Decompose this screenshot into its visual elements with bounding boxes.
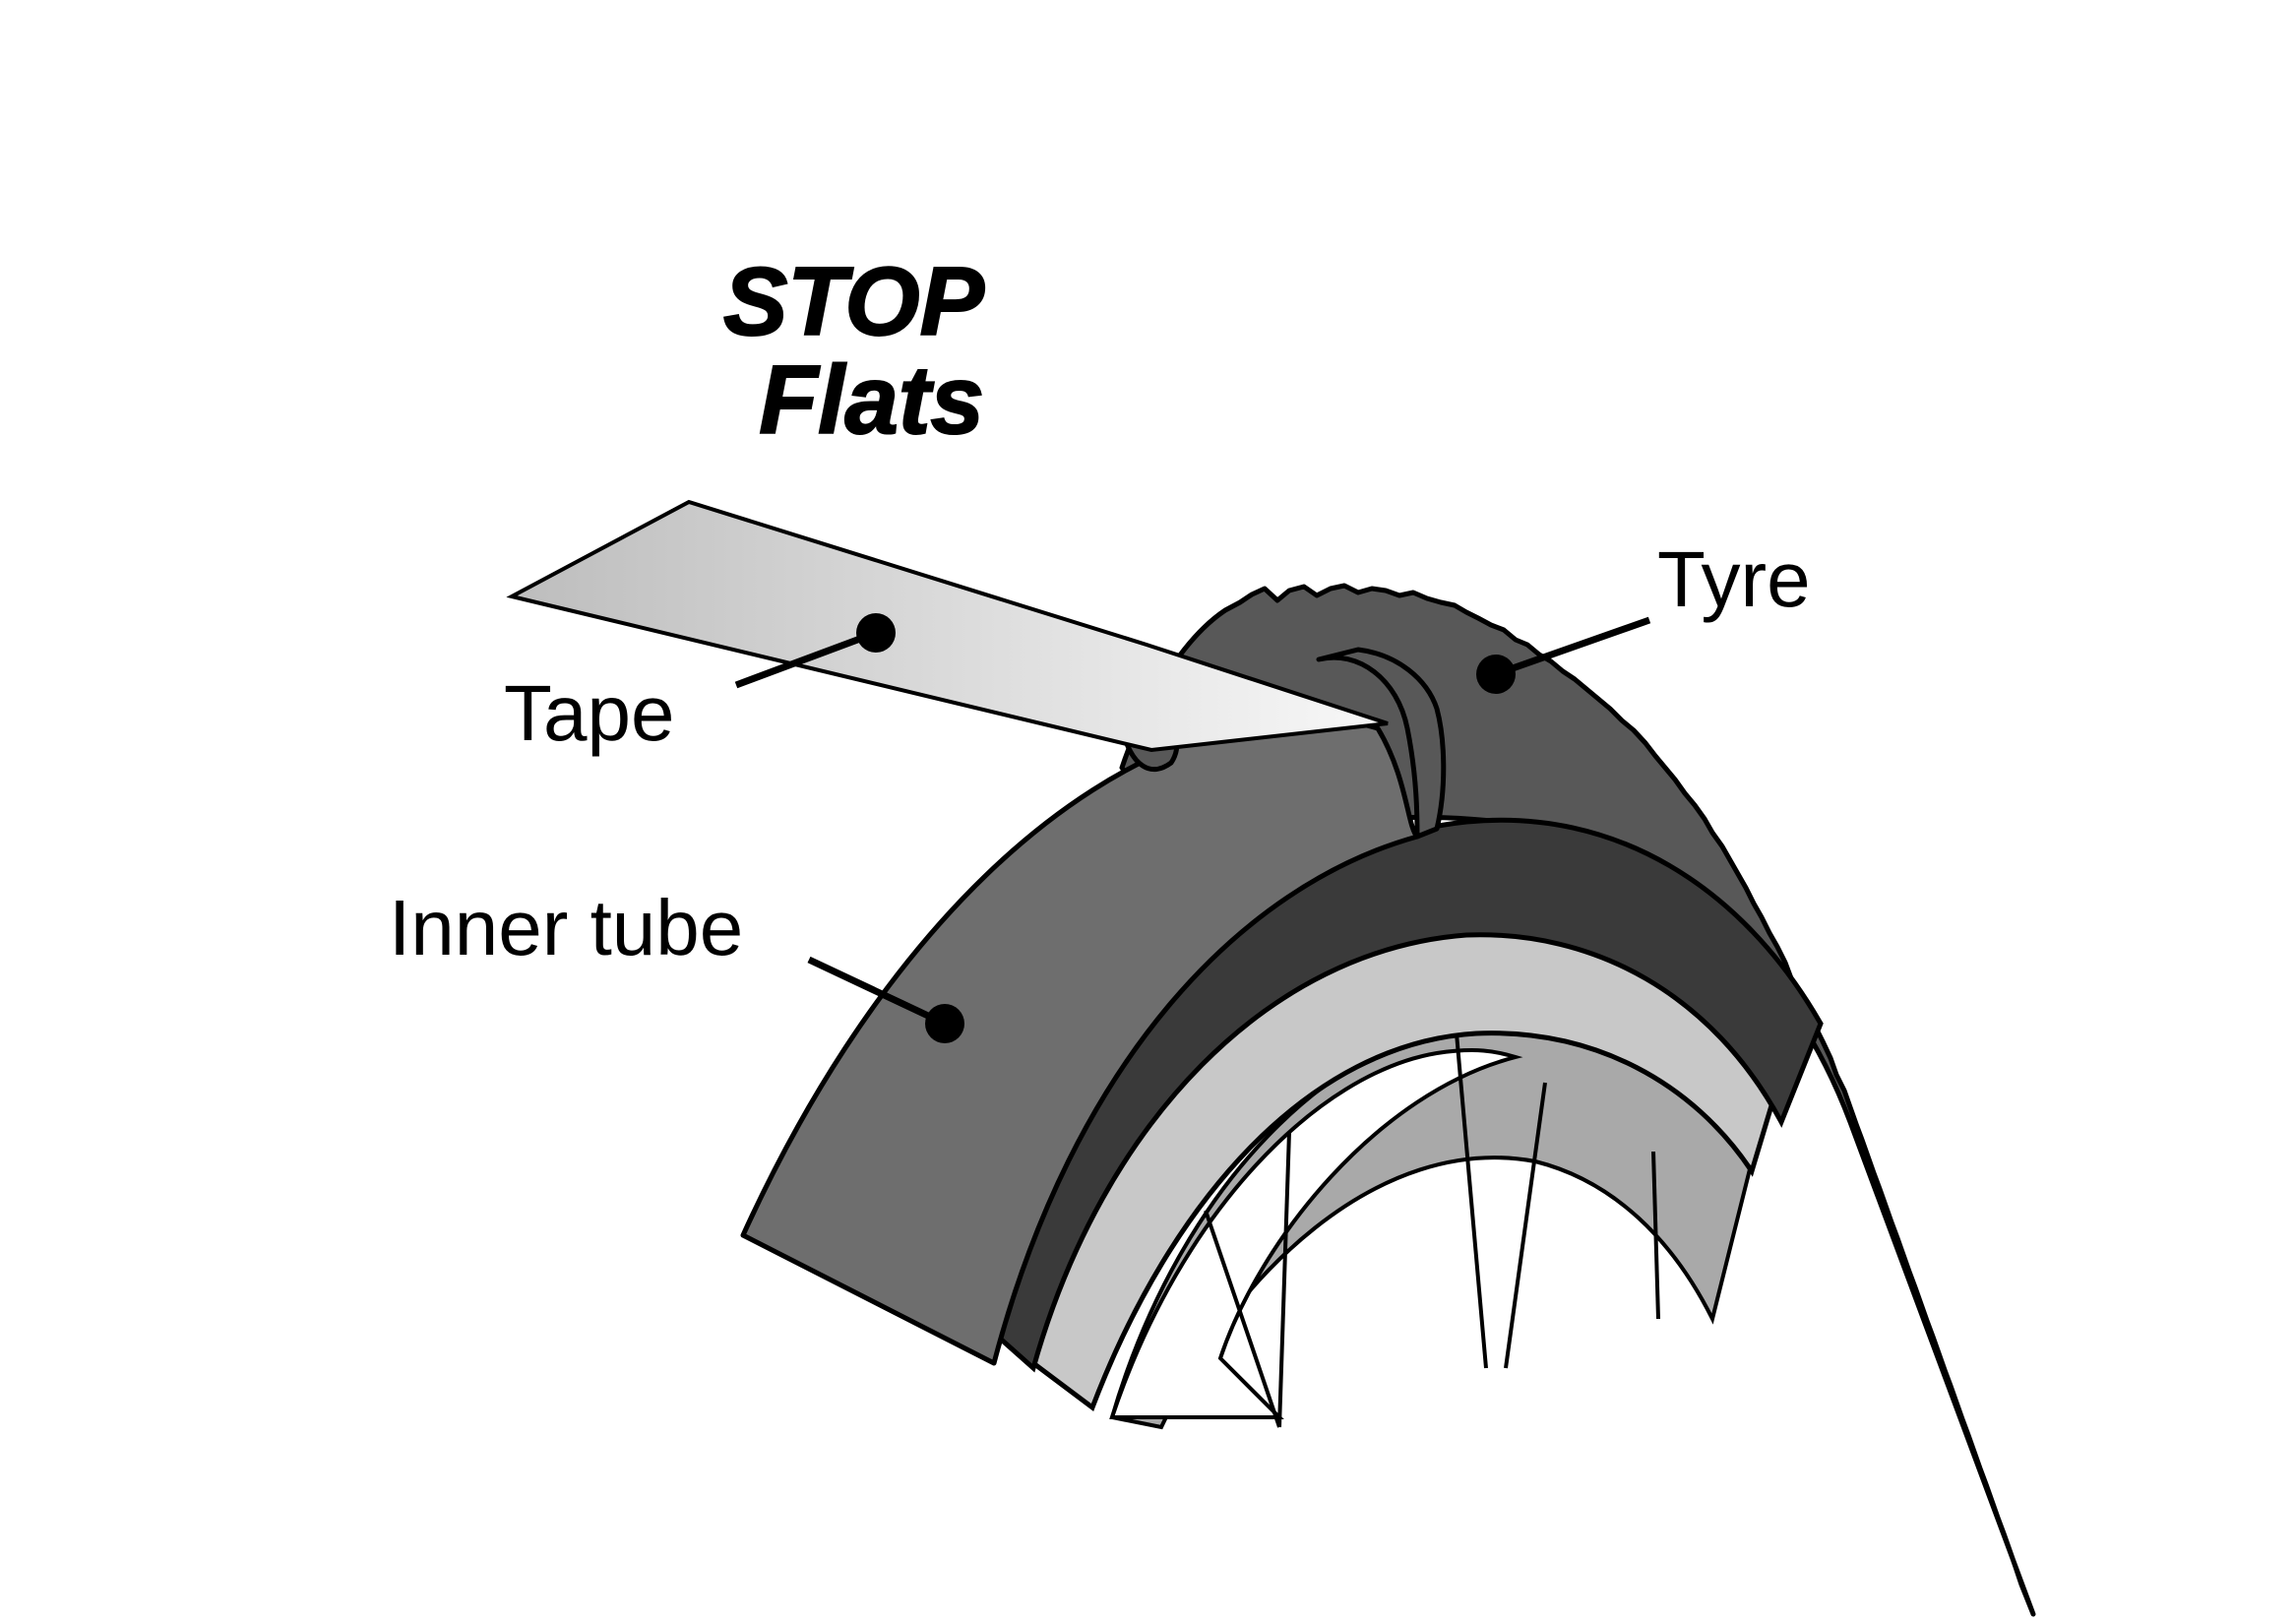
tyre-bead bbox=[1316, 647, 1447, 840]
spoke bbox=[1504, 1082, 1547, 1369]
spokes bbox=[1204, 1032, 1660, 1428]
label-tape: Tape bbox=[504, 669, 674, 757]
leader-line-tyre bbox=[1494, 616, 1651, 678]
marker-dot-inner-tube bbox=[925, 1004, 964, 1043]
spoke bbox=[1204, 1210, 1281, 1428]
marker-dot-tyre bbox=[1476, 655, 1516, 694]
leader-line-tape bbox=[734, 629, 878, 689]
label-inner-tube: Inner tube bbox=[389, 884, 743, 971]
label-tyre: Tyre bbox=[1657, 535, 1811, 623]
tape-strip bbox=[506, 499, 1389, 753]
spoke bbox=[1455, 1032, 1488, 1369]
leader-line-inner-tube bbox=[807, 956, 947, 1028]
spoke bbox=[1277, 1131, 1291, 1428]
marker-dot-tape bbox=[856, 613, 896, 653]
title-line-1: STOP bbox=[723, 247, 985, 355]
spoke bbox=[1651, 1151, 1660, 1320]
title-line-2: Flats bbox=[759, 345, 984, 454]
inner-tube bbox=[740, 716, 1420, 1366]
